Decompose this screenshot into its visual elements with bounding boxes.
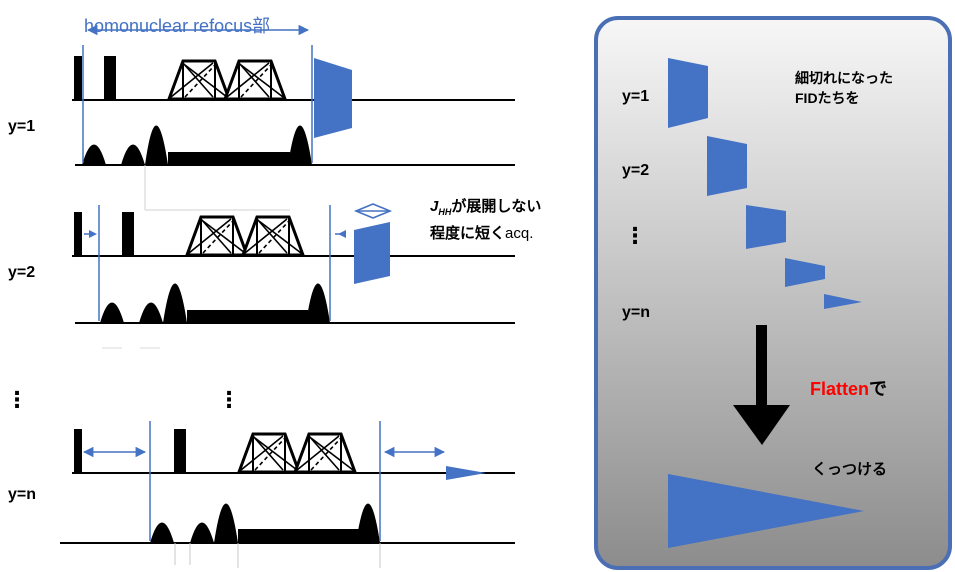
rf-pulse [74, 212, 82, 256]
fid-fragment [785, 258, 825, 287]
refocus-header: homonuclear refocus部 [84, 16, 271, 36]
jhh-line2-end: acq. [505, 225, 534, 242]
jhh-line1: が展開しない [451, 198, 542, 215]
panel-row-label-y2: y=2 [622, 162, 650, 179]
down-arrow-icon [733, 405, 790, 445]
fid-fragment [824, 294, 862, 309]
rf-pulse [74, 429, 82, 473]
gradient-block [187, 310, 308, 323]
j-subscript: HH [438, 207, 452, 217]
ellipsis-left: ⋮ [6, 387, 28, 412]
j-symbol: J [430, 198, 439, 215]
flatten-word: Flatten [810, 379, 870, 399]
soft-pulse [139, 302, 163, 323]
soft-pulse [163, 283, 187, 323]
fid-signal [354, 222, 390, 284]
join-label: くっつける [812, 461, 888, 478]
soft-pulse [150, 522, 174, 543]
fid-signal [314, 58, 352, 138]
fid-signal [446, 466, 486, 480]
ellipsis-middle: ⋮ [218, 387, 240, 412]
fragments-note-line2: FIDたちを [795, 90, 860, 106]
soft-pulse [100, 302, 124, 323]
row-label-y2: y=2 [8, 264, 36, 281]
fid-fragment [668, 58, 708, 128]
soft-pulse [356, 503, 380, 543]
jhh-annotation: JHHが展開しない 程度に短くacq. [430, 196, 541, 245]
down-arrow-shaft [756, 325, 767, 410]
fragments-note-line1: 細切れになった [795, 70, 893, 86]
soft-pulse [288, 125, 312, 165]
row-label-yn: y=n [8, 486, 37, 503]
panel-row-label-yn: y=n [622, 304, 651, 321]
row-y2-sequence [72, 203, 515, 349]
soft-pulse [306, 283, 330, 323]
soft-pulse [190, 522, 214, 543]
row-yn-sequence [60, 421, 515, 568]
flatten-suffix: で [869, 379, 888, 399]
rf-pulse [122, 212, 134, 256]
gradient-block [238, 529, 360, 543]
fid-fragment [746, 205, 786, 249]
soft-pulse [214, 503, 238, 543]
flatten-panel [594, 16, 952, 570]
panel-row-label-y1: y=1 [622, 88, 650, 105]
flattened-fid [668, 474, 864, 548]
flatten-label: Flattenで [810, 375, 887, 401]
soft-pulse [145, 125, 168, 165]
rf-pulse [174, 429, 186, 473]
soft-pulse [82, 144, 106, 165]
rf-pulse [104, 56, 116, 100]
soft-pulse [121, 144, 145, 165]
gradient-block [168, 152, 290, 165]
row-label-y1: y=1 [8, 118, 36, 135]
row-y1-sequence [72, 24, 515, 211]
fragments-note: 細切れになった FIDたちを [795, 68, 893, 108]
ellipsis-panel: ⋮ [624, 223, 646, 248]
fid-fragment [707, 136, 747, 196]
jhh-line2: 程度に短く [430, 225, 506, 242]
rf-pulse [74, 56, 82, 100]
